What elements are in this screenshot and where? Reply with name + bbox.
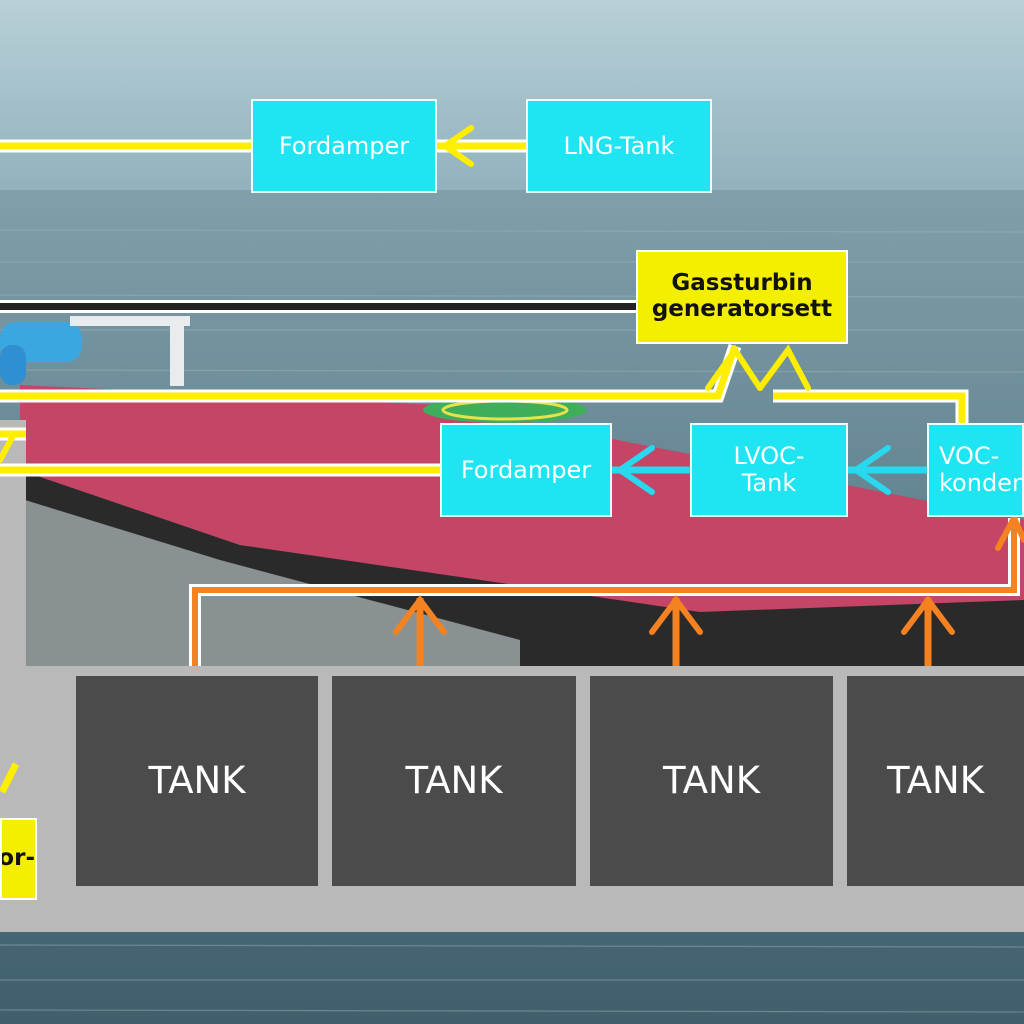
voc-condenser-label: VOC- kondensator	[939, 442, 1022, 497]
cargo-tank: TANK	[590, 676, 833, 886]
lng-fuel-tank	[0, 345, 26, 385]
fordamper-mid-box: Fordamper	[440, 423, 612, 517]
fordamper-top-box: Fordamper	[251, 99, 437, 193]
crane-frame	[170, 316, 184, 386]
generator-label-partial: or-	[0, 845, 35, 872]
sky-background	[0, 0, 1024, 200]
generator-box-partial: or-	[0, 818, 37, 900]
voc-condenser-box: VOC- kondensator	[927, 423, 1024, 517]
lng-tank-box: LNG-Tank	[526, 99, 712, 193]
exhaust-line	[0, 300, 640, 313]
cargo-tank: TANK	[332, 676, 576, 886]
cargo-tank: TANK	[847, 676, 1024, 886]
cargo-tank-label: TANK	[887, 759, 984, 803]
vapour-collection-lines	[189, 511, 1024, 666]
lvoc-tank-box: LVOC- Tank	[690, 423, 848, 517]
crane-frame	[70, 316, 190, 326]
cargo-tank: TANK	[76, 676, 318, 886]
boil-off-lines	[612, 445, 928, 495]
gas-lines	[0, 125, 969, 794]
gas-turbine-generator-box: Gassturbin generatorsett	[636, 250, 848, 344]
